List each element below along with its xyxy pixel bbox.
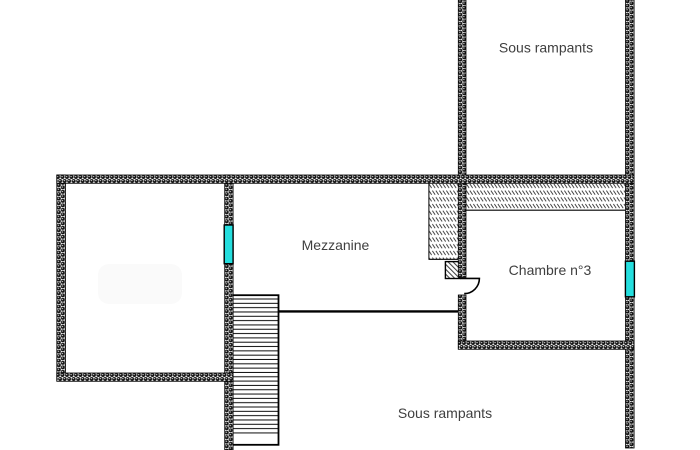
svg-text:Sous rampants: Sous rampants bbox=[398, 405, 492, 421]
svg-text:Chambre n°3: Chambre n°3 bbox=[509, 262, 592, 278]
svg-text:Mezzanine: Mezzanine bbox=[302, 237, 370, 253]
svg-text:Sous rampants: Sous rampants bbox=[499, 40, 593, 56]
